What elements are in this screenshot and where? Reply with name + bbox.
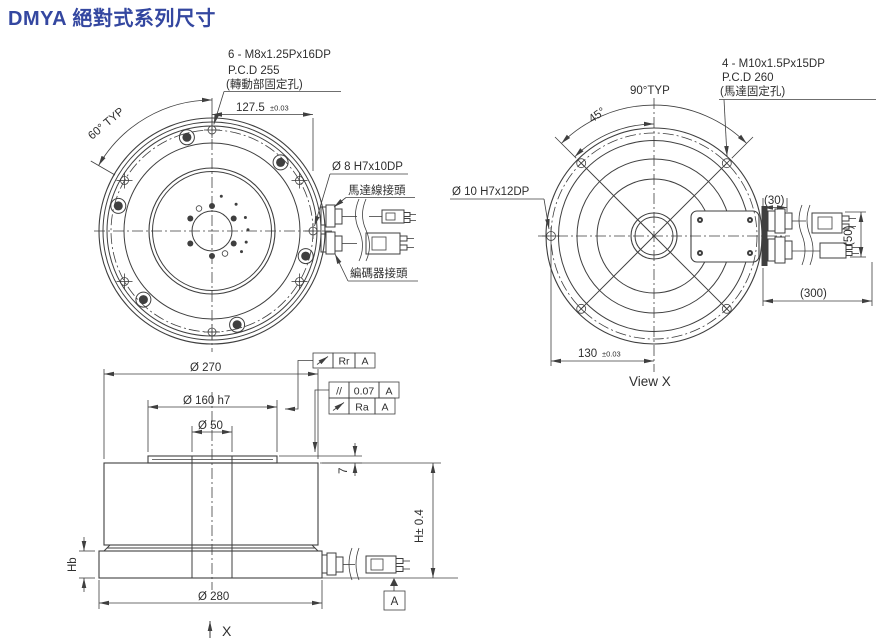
view-x: 90°TYP 45° 4 - M10x1.5Px15DP P.C.D 260 (… [450, 58, 876, 389]
side-base-height-dimension: Hb [67, 537, 95, 592]
cable-break-line [806, 204, 814, 266]
roughness-datum-label: A [381, 402, 388, 414]
base-height-value: Hb [67, 557, 79, 572]
viewx-dim-30: (30) [762, 195, 788, 214]
height-dim-value: H± 0.4 [414, 509, 426, 543]
dia-160-value: Ø 160 h7 [183, 395, 230, 407]
front-pin-hole [305, 223, 321, 239]
viewx-pcd-spec: P.C.D 260 [722, 72, 774, 84]
side-dia280-dimension: Ø 280 [98, 580, 323, 609]
viewx-dim-300: (300) [762, 262, 873, 306]
front-connector-labels: 馬達線接頭 編碼器接頭 [333, 183, 418, 282]
step-dim-value: 7 [338, 468, 350, 474]
viewx-centerlines [538, 98, 790, 372]
motor-cable-connector [320, 204, 416, 228]
front-pitch-value: 127.5 [236, 102, 265, 114]
viewx-pitch-dimension: 130 ±0.03 [550, 245, 654, 366]
parallel-value-label: 0.07 [354, 386, 375, 398]
view-direction-label: X [222, 623, 232, 639]
side-step-dimension: 7 [279, 443, 362, 476]
front-pitch-tolerance: ±0.03 [270, 104, 289, 113]
viewx-encoder-connector [767, 236, 859, 264]
dim-300-value: (300) [800, 288, 827, 300]
viewx-motor-connector [767, 208, 856, 234]
runout-datum-label: A [361, 356, 368, 368]
viewx-dim-50: (50) [843, 211, 866, 258]
cable-break-line [348, 547, 353, 581]
side-connector [321, 547, 410, 581]
runout-symbol-label: Rr [338, 356, 350, 368]
parallel-datum-label: A [385, 386, 392, 398]
cable-break-line [362, 198, 370, 262]
view-x-caption: View X [629, 374, 671, 389]
side-dia50-dimension: Ø 50 [191, 420, 233, 452]
encoder-cable-label: 編碼器接頭 [350, 266, 408, 280]
connector-cover-plate [690, 210, 760, 263]
encoder-connector [320, 231, 414, 255]
front-pin-spec: Ø 8 H7x10DP [332, 161, 403, 173]
dim-30-value: (30) [764, 195, 785, 207]
viewx-connectors [761, 204, 859, 266]
parallel-symbol-icon: // [336, 386, 342, 398]
front-view: 60° TYP 127.5 ±0.03 6 - M8x1.25Px16DP P.… [86, 49, 418, 352]
datum-a-symbol: A [383, 578, 406, 611]
connector-mount-face [761, 206, 768, 266]
viewx-angle-90-note: 90°TYP [630, 85, 670, 97]
front-thread-spec: 6 - M8x1.25Px16DP [228, 49, 331, 61]
side-dia270-dimension: Ø 270 [103, 362, 319, 459]
runout-tolerance-frame: Rr A [285, 352, 376, 412]
viewx-pitch-tolerance: ±0.03 [602, 350, 621, 359]
side-view: Ø 270 Ø 160 h7 Ø 50 Ø 280 [67, 352, 458, 639]
viewx-holes-spec: (馬達固定孔) [720, 84, 785, 98]
cable-break-line [798, 204, 806, 266]
parallelism-tolerance-frame: // 0.07 A [328, 381, 400, 399]
front-m8-holes [116, 122, 321, 340]
front-rotor-bolts [110, 129, 314, 333]
front-connectors [320, 198, 416, 262]
roughness-symbol-label: Ra [355, 402, 369, 414]
cover-screws [697, 217, 753, 256]
dia-270-value: Ø 270 [190, 362, 221, 374]
dim-50-value: (50) [843, 225, 855, 246]
front-holes-spec: (轉動部固定孔) [226, 77, 303, 91]
front-centerlines [94, 98, 332, 352]
front-pin-note: Ø 8 H7x10DP [314, 161, 408, 227]
dia-280-value: Ø 280 [198, 591, 229, 603]
viewx-pin-spec: Ø 10 H7x12DP [452, 186, 530, 198]
viewx-pitch-value: 130 [578, 348, 597, 360]
roughness-tolerance-frame: Ra A [312, 389, 396, 452]
front-hub-features [187, 194, 250, 259]
viewx-pin-note: Ø 10 H7x12DP [450, 186, 550, 230]
front-pcd-spec: P.C.D 255 [228, 65, 280, 77]
viewx-angle-45-note: 45° [587, 106, 608, 126]
view-direction-arrow: X [207, 621, 232, 639]
datum-a-label: A [391, 596, 399, 608]
roughness-arrow-icon [332, 402, 345, 411]
side-body-outline [98, 392, 458, 590]
cable-break-line [355, 547, 360, 581]
motor-cable-label: 馬達線接頭 [348, 183, 406, 197]
viewx-thread-spec: 4 - M10x1.5Px15DP [722, 58, 825, 70]
runout-arrow-icon [316, 356, 329, 365]
side-height-dimension: H± 0.4 [322, 462, 441, 578]
datum-triangle-icon [390, 578, 398, 586]
side-dia160-dimension: Ø 160 h7 [147, 395, 278, 452]
page-title: DMYA 絕對式系列尺寸 [8, 8, 216, 30]
front-pitch-dimension: 127.5 ±0.03 [212, 102, 314, 171]
dia-50-value: Ø 50 [198, 420, 223, 432]
cable-break-line [355, 198, 363, 262]
viewx-thread-note: 4 - M10x1.5Px15DP P.C.D 260 (馬達固定孔) [719, 58, 876, 157]
front-thread-note: 6 - M8x1.25Px16DP P.C.D 255 (轉動部固定孔) [213, 49, 341, 125]
